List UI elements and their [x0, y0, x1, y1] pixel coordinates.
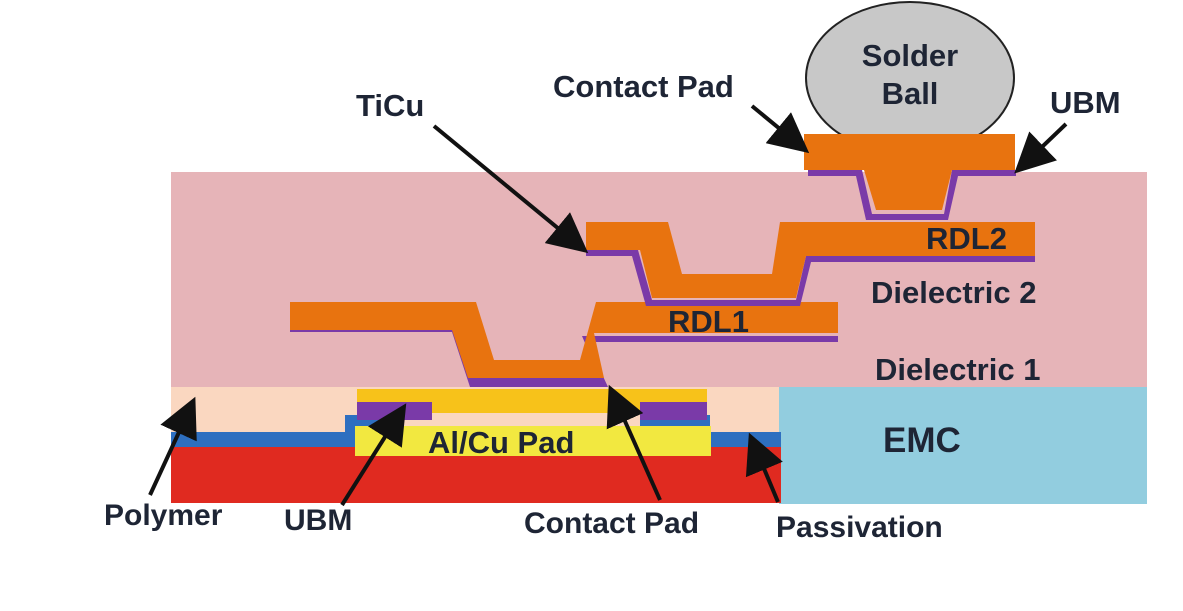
solder-ball-label-line2: Ball: [882, 76, 939, 111]
emc-label: EMC: [883, 421, 961, 460]
contact-pad-top-label: Contact Pad: [553, 69, 734, 104]
ubm-bottom-label: UBM: [284, 504, 352, 537]
arrow-contact-pad-top: [750, 104, 810, 154]
contact-pad-top: [804, 134, 1015, 210]
rdl1-ticu-seed: [290, 327, 838, 387]
dielectric1-label: Dielectric 1: [875, 352, 1040, 387]
solder-ball-label-line1: Solder: [862, 38, 958, 73]
emc-block: [779, 387, 1147, 504]
arrow-ubm-bottom: [340, 403, 407, 507]
ubm-bottom-left: [357, 402, 432, 420]
rdl1-label: RDL1: [668, 304, 749, 339]
contact-pad-bottom-label: Contact Pad: [524, 507, 699, 540]
rdl2-copper: [586, 222, 1035, 298]
polymer-label: Polymer: [104, 499, 223, 532]
al-cu-pad-label: Al/Cu Pad: [428, 425, 574, 460]
ticu-label: TiCu: [356, 88, 424, 123]
ubm-bottom-right: [640, 402, 707, 420]
passivation-label: Passivation: [776, 511, 943, 544]
arrow-ubm-top: [1014, 122, 1068, 174]
al-cu-pad: [355, 426, 711, 456]
arrow-polymer: [148, 396, 197, 496]
rdl2-label: RDL2: [926, 221, 1007, 256]
arrow-contact-pad-bottom: [606, 384, 662, 501]
ubm-top-label: UBM: [1050, 85, 1121, 120]
arrow-ticu: [432, 124, 589, 254]
rdl1-copper: [290, 302, 838, 378]
rdl2-ticu-seed: [586, 250, 1035, 306]
arrow-passivation: [745, 432, 783, 503]
dielectric2-label: Dielectric 2: [871, 275, 1036, 310]
ubm-top-ticu-seed: [808, 170, 1016, 220]
